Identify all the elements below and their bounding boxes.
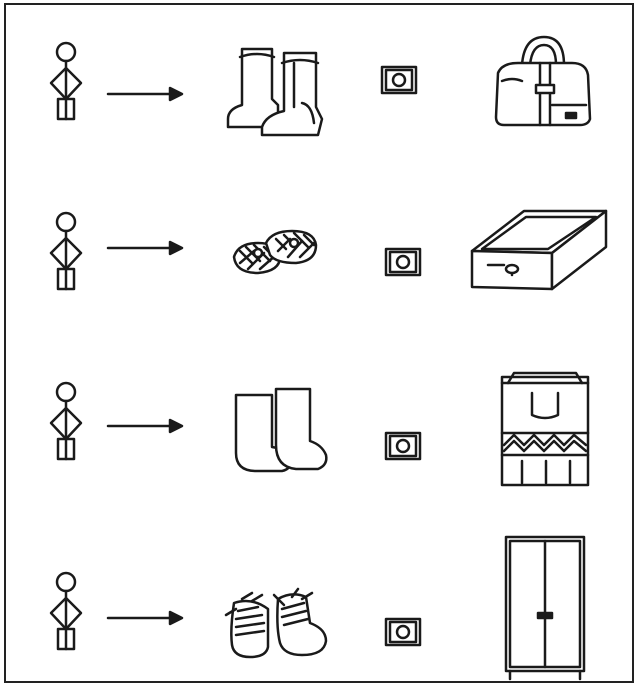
answer-checkbox-icon[interactable] [384,617,422,647]
person-icon [46,211,86,293]
valenki-icon [226,385,332,477]
person-icon [46,571,86,653]
arrow-right-icon [106,611,184,625]
felt-boots-icon [222,43,336,139]
worksheet-frame [4,3,634,683]
arrow-right-icon [106,241,184,255]
person-icon [46,41,86,123]
person-icon [46,381,86,463]
answer-checkbox-icon[interactable] [380,65,418,95]
gift-bag-icon [498,371,592,489]
wardrobe-icon [502,535,588,681]
handbag-icon [492,33,592,129]
slippers-icon [230,227,320,279]
arrow-right-icon [106,419,184,433]
lace-up-boots-icon [222,589,332,661]
answer-checkbox-icon[interactable] [384,247,422,277]
arrow-right-icon [106,87,184,101]
drawer-icon [468,205,610,295]
answer-checkbox-icon[interactable] [384,431,422,461]
